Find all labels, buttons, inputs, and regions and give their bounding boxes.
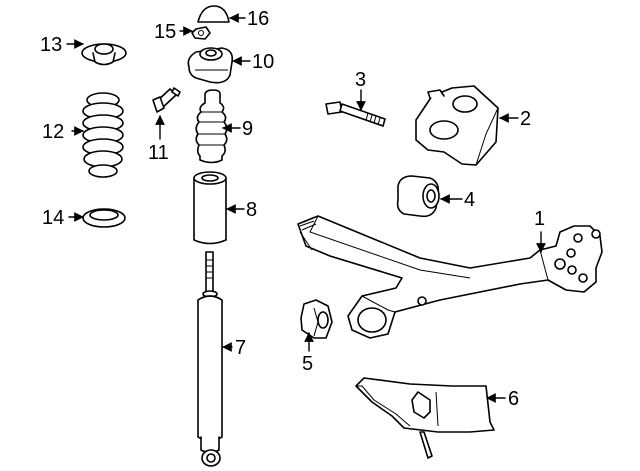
- callout-8: 8: [246, 199, 257, 221]
- callout-1: 1: [534, 208, 545, 230]
- part-5-bushing: [300, 299, 333, 339]
- callout-16: 16: [247, 8, 269, 30]
- callout-11: 11: [148, 142, 169, 164]
- callout-3: 3: [355, 69, 366, 91]
- callout-9: 9: [242, 118, 253, 140]
- callout-10: 10: [252, 51, 274, 73]
- part-8-dust-cover: [193, 171, 227, 245]
- part-13-spring-seat: [81, 43, 127, 66]
- callout-4: 4: [464, 189, 475, 211]
- callout-7: 7: [235, 337, 246, 359]
- callout-12: 12: [42, 121, 64, 143]
- callout-13: 13: [40, 34, 62, 56]
- callout-15: 15: [154, 21, 176, 43]
- callout-2: 2: [520, 108, 531, 130]
- part-2-mounting-bracket: [415, 85, 499, 166]
- part-7-shock-absorber: [197, 251, 223, 467]
- part-12-coil-spring: [82, 92, 124, 178]
- callout-14: 14: [42, 207, 64, 229]
- part-11-bolt: [152, 87, 181, 113]
- part-6-heat-shield: [355, 377, 495, 459]
- part-14-spring-pad: [82, 208, 126, 228]
- leader-lines: [66, 13, 546, 403]
- part-1-axle-beam: [297, 215, 603, 339]
- callout-6: 6: [508, 388, 519, 410]
- callout-labels: 1 2 3 4 5 6 7 8 9 10 11 12 13 14 15 16: [40, 8, 545, 410]
- part-3-bolt: [325, 101, 386, 127]
- part-4-bushing: [396, 175, 440, 218]
- callout-5: 5: [302, 353, 313, 375]
- part-15-nut: [191, 26, 211, 40]
- part-16-cap: [197, 5, 230, 23]
- part-10-strut-mount: [187, 47, 234, 84]
- part-9-bump-stop: [195, 89, 228, 164]
